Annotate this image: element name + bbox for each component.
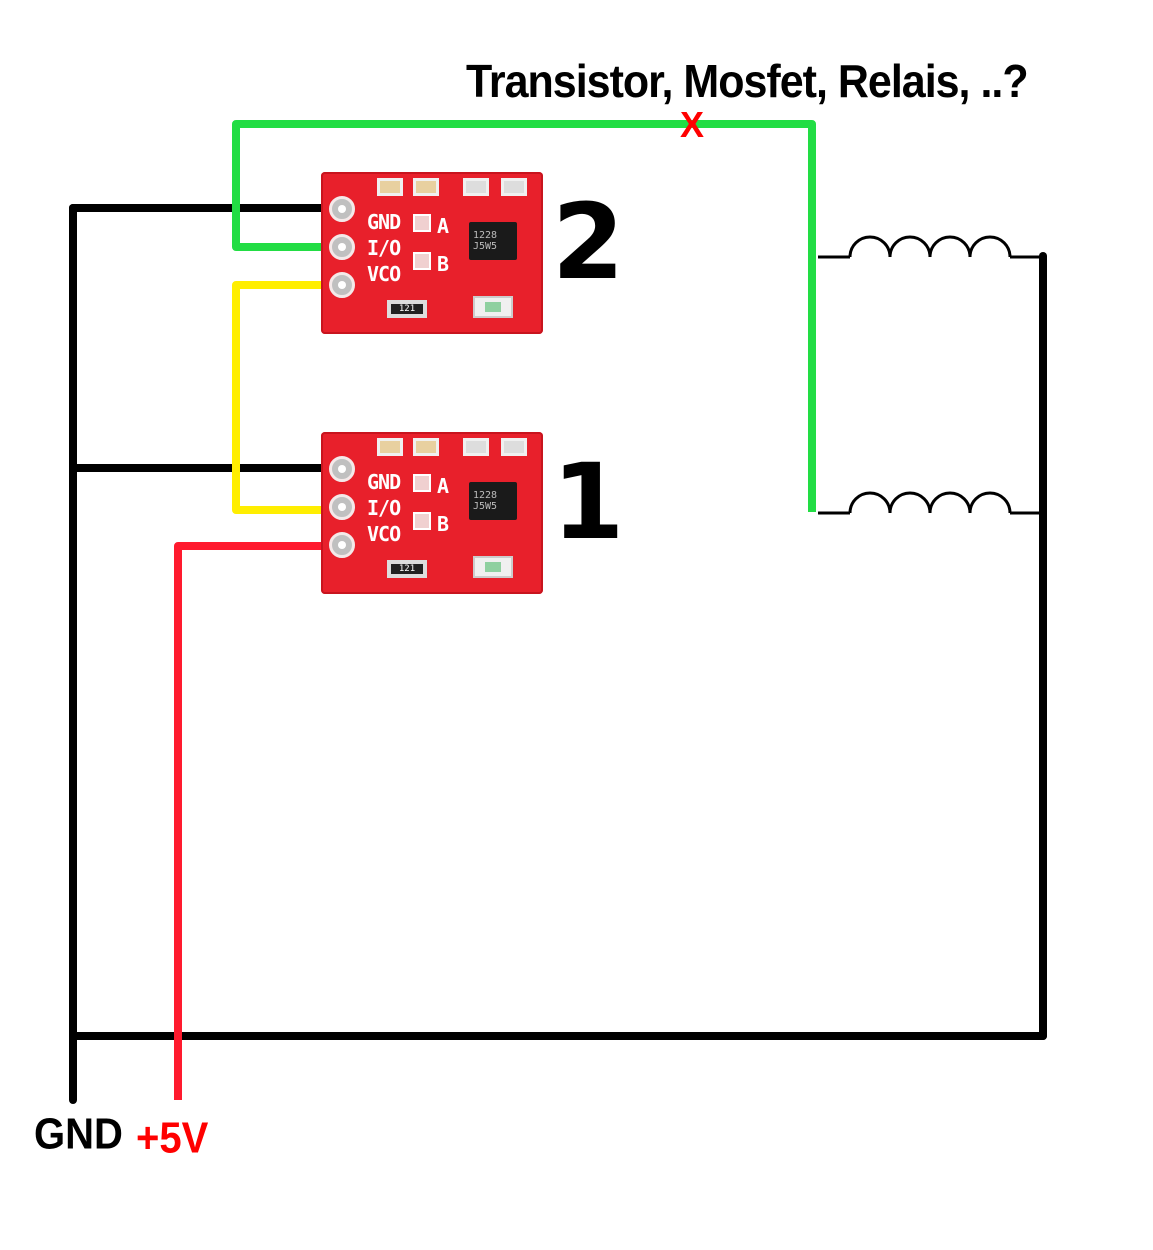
capacitor — [463, 438, 489, 456]
pin-label-io: I/O — [367, 236, 401, 260]
capacitor — [377, 178, 403, 196]
gnd-pad — [329, 196, 355, 222]
io-pad — [329, 494, 355, 520]
led — [473, 296, 513, 318]
plus5v-label: +5V — [136, 1114, 209, 1163]
pin-label-gnd: GND — [367, 210, 401, 234]
module-1-number: 1 — [552, 441, 625, 563]
switching-question: Transistor, Mosfet, Relais, ..? — [466, 56, 1029, 108]
touch-module-2: GND I/O VCO A B 1228 J5W5 121 — [321, 172, 543, 334]
capacitor — [413, 438, 439, 456]
coil-icon — [818, 491, 1043, 515]
vcc-pad — [329, 532, 355, 558]
cut-mark: X — [680, 104, 705, 145]
pin-label-io: I/O — [367, 496, 401, 520]
chip-marking: 1228 J5W5 — [473, 490, 498, 512]
capacitor — [463, 178, 489, 196]
pin-label-vcc: VCO — [367, 262, 401, 286]
jumper-pad — [413, 214, 431, 232]
jumper-pad — [413, 512, 431, 530]
capacitor — [501, 438, 527, 456]
touch-ic — [469, 482, 517, 520]
jumper-label-a: A — [437, 474, 450, 498]
capacitor — [377, 438, 403, 456]
capacitor — [413, 178, 439, 196]
jumper-label-b: B — [437, 512, 450, 536]
gnd-pad — [329, 456, 355, 482]
pin-label-vcc: VCO — [367, 522, 401, 546]
jumper-label-b: B — [437, 252, 450, 276]
signal-wire — [232, 120, 816, 512]
resistor: 121 — [387, 300, 427, 318]
vcc-wire — [174, 542, 342, 1100]
gnd-wires — [69, 204, 1047, 1104]
module-2-number: 2 — [552, 181, 625, 303]
pin-label-gnd: GND — [367, 470, 401, 494]
io-link-wire — [232, 281, 342, 514]
jumper-pad — [413, 474, 431, 492]
coil-icon — [818, 235, 1043, 259]
io-pad — [329, 234, 355, 260]
gnd-label: GND — [34, 1110, 123, 1159]
touch-ic — [469, 222, 517, 260]
resistor: 121 — [387, 560, 427, 578]
chip-marking: 1228 J5W5 — [473, 230, 498, 252]
jumper-label-a: A — [437, 214, 450, 238]
touch-module-1: GND I/O VCO A B 1228 J5W5 121 — [321, 432, 543, 594]
jumper-pad — [413, 252, 431, 270]
led — [473, 556, 513, 578]
capacitor — [501, 178, 527, 196]
vcc-pad — [329, 272, 355, 298]
